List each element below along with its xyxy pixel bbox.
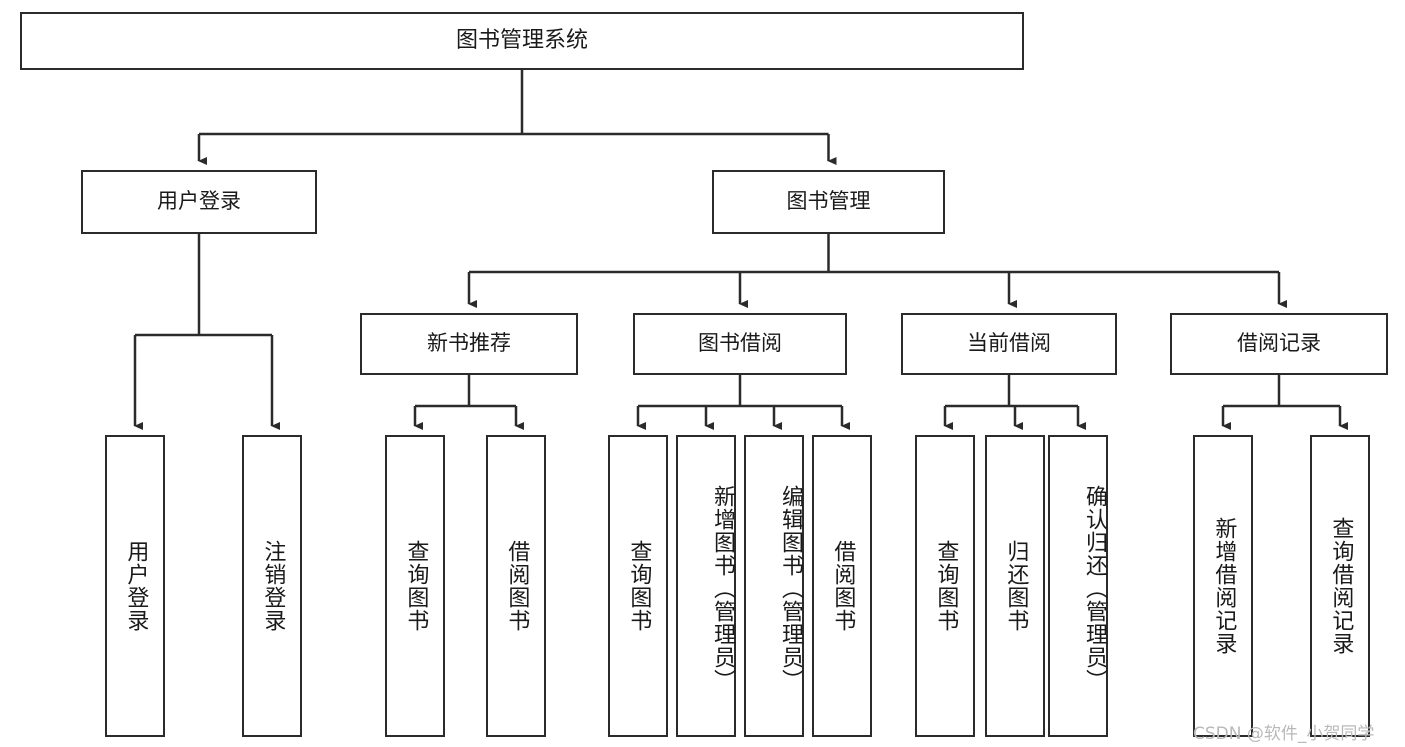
node-label: 确认归还（管理员） bbox=[1082, 484, 1107, 692]
node-leaf-return-book: 归还图书 bbox=[985, 435, 1045, 737]
node-label: 图书借阅 bbox=[698, 331, 782, 356]
node-label: 图书管理系统 bbox=[455, 27, 588, 53]
node-label: 编辑图书（管理员） bbox=[778, 484, 803, 692]
node-leaf-query-book-3: 查询图书 bbox=[915, 435, 975, 737]
node-leaf-query-book-2: 查询图书 bbox=[608, 435, 668, 737]
node-new-book-rec: 新书推荐 bbox=[360, 313, 578, 375]
node-leaf-query-book-1: 查询图书 bbox=[385, 435, 445, 737]
node-leaf-confirm-return: 确认归还（管理员） bbox=[1048, 435, 1108, 737]
node-label: 查询图书 bbox=[403, 540, 429, 632]
node-leaf-edit-book: 编辑图书（管理员） bbox=[744, 435, 804, 737]
node-label: 图书管理 bbox=[786, 189, 871, 214]
node-label: 用户登录 bbox=[123, 540, 149, 632]
csdn-watermark: CSDN @软件_小贺同学 bbox=[1193, 724, 1375, 744]
node-label: 查询借阅记录 bbox=[1328, 517, 1354, 655]
node-label: 用户登录 bbox=[157, 189, 241, 214]
node-borrow-record: 借阅记录 bbox=[1170, 313, 1388, 375]
node-root: 图书管理系统 bbox=[20, 12, 1024, 70]
node-leaf-borrow-book-1: 借阅图书 bbox=[486, 435, 546, 737]
node-label: 借阅图书 bbox=[830, 540, 856, 632]
node-label: 当前借阅 bbox=[967, 331, 1051, 356]
node-leaf-user-login: 用户登录 bbox=[105, 435, 165, 737]
node-leaf-logout: 注销登录 bbox=[242, 435, 302, 737]
node-label: 注销登录 bbox=[260, 540, 286, 632]
node-leaf-add-record: 新增借阅记录 bbox=[1193, 435, 1253, 737]
node-label: 归还图书 bbox=[1003, 540, 1029, 632]
node-label: 借阅图书 bbox=[504, 540, 530, 632]
node-label: 新书推荐 bbox=[427, 331, 511, 356]
node-user-login: 用户登录 bbox=[81, 170, 317, 234]
node-label: 新增借阅记录 bbox=[1211, 517, 1237, 655]
node-label: 借阅记录 bbox=[1237, 331, 1321, 356]
node-leaf-borrow-book-2: 借阅图书 bbox=[812, 435, 872, 737]
node-leaf-query-record: 查询借阅记录 bbox=[1310, 435, 1370, 737]
node-label: 新增图书（管理员） bbox=[710, 484, 735, 692]
node-book-manage: 图书管理 bbox=[712, 170, 945, 234]
node-leaf-add-book: 新增图书（管理员） bbox=[676, 435, 736, 737]
node-current-borrow: 当前借阅 bbox=[901, 313, 1117, 375]
node-label: 查询图书 bbox=[626, 540, 652, 632]
node-book-borrow: 图书借阅 bbox=[633, 313, 847, 375]
node-label: 查询图书 bbox=[933, 540, 959, 632]
